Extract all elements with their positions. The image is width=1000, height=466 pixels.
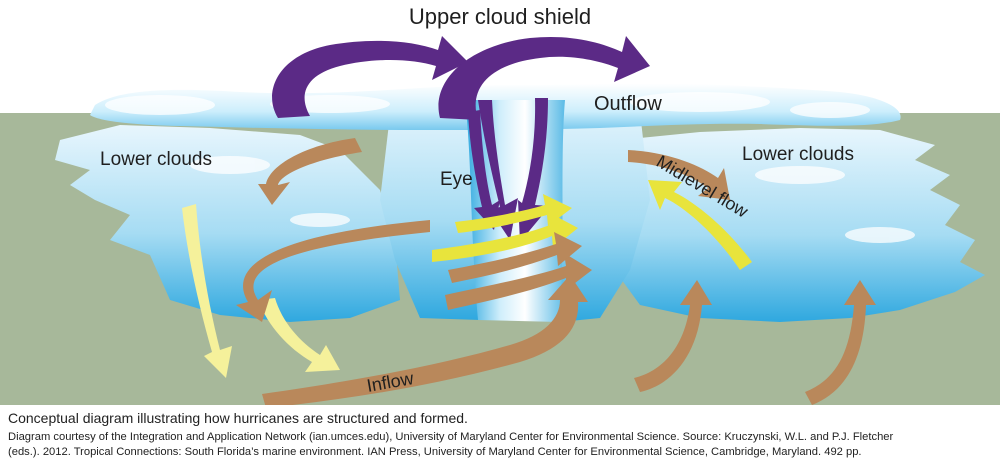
eye-label: Eye [440,169,473,190]
outflow-arrow-left [272,36,468,118]
outflow-label: Outflow [594,93,662,115]
inflow-arrow-eye-2 [448,232,582,283]
lower-clouds-left-label: Lower clouds [100,149,212,170]
descending-arrow-left [182,204,232,378]
upper-cloud-shield-label: Upper cloud shield [409,4,591,29]
inflow-arrow-lower-left-loop [258,138,362,205]
cloud-texture [105,92,915,243]
eye-downdraft-arrow-left [478,100,518,240]
inflow-arrow-right-2 [805,280,876,405]
eye-downdraft-arrow-left-outer [468,110,500,230]
eye-yellow-arrow-2 [455,194,572,233]
lower-cloud-bank-left [55,125,400,322]
inflow-arrows [236,138,876,405]
midlevel-flow-arrow [648,180,752,270]
outflow-arrow-right [438,36,650,120]
caption-title: Conceptual diagram illustrating how hurr… [8,410,468,426]
outflow-brown-arrow-right [628,150,730,200]
lower-clouds-right-label: Lower clouds [742,144,854,165]
eye-yellow-arrow-1 [432,212,578,262]
yellow-arrows [182,180,752,378]
inflow-arrow-main [262,275,588,405]
hurricane-diagram: Upper cloud shield Outflow Lower clouds … [0,4,1000,405]
inflow-arrow-eye-1 [445,253,592,310]
inflow-arrow-right-1 [634,280,712,392]
eyewall-cloud [380,100,480,320]
caption-credit-line-2: (eds.). 2012. Tropical Connections: Sout… [8,446,862,458]
caption-credit-line-1: Diagram courtesy of the Integration and … [8,431,894,443]
inflow-arrow-upper [236,220,430,322]
descending-arrow-center [258,298,340,372]
